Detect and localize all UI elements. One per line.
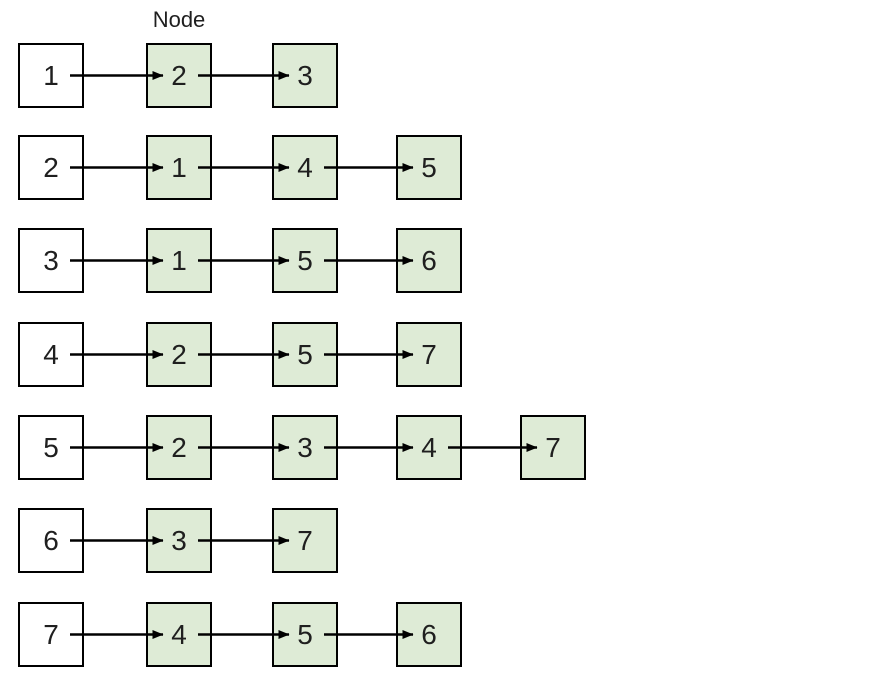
box-value: 4 [171, 618, 187, 650]
box-value: 5 [421, 151, 437, 183]
list-node-box: 5 [272, 602, 338, 667]
box-value: 7 [297, 524, 313, 556]
box-value: 7 [421, 338, 437, 370]
box-value: 7 [545, 431, 561, 463]
list-node-box: 1 [146, 135, 212, 200]
box-value: 1 [171, 151, 187, 183]
list-node-box: 2 [146, 43, 212, 108]
list-node-box: 1 [146, 228, 212, 293]
box-value: 5 [297, 618, 313, 650]
list-node-box: 7 [520, 415, 586, 480]
list-head-box: 2 [18, 135, 84, 200]
box-value: 5 [297, 244, 313, 276]
list-head-box: 6 [18, 508, 84, 573]
box-value: 2 [171, 338, 187, 370]
list-node-box: 5 [272, 322, 338, 387]
list-node-box: 6 [396, 602, 462, 667]
box-value: 2 [43, 151, 59, 183]
box-value: 4 [297, 151, 313, 183]
box-value: 1 [43, 59, 59, 91]
box-value: 2 [171, 59, 187, 91]
list-node-box: 3 [272, 415, 338, 480]
box-value: 3 [297, 59, 313, 91]
box-value: 4 [421, 431, 437, 463]
list-node-box: 2 [146, 415, 212, 480]
list-head-box: 1 [18, 43, 84, 108]
box-value: 4 [43, 338, 59, 370]
list-head-box: 4 [18, 322, 84, 387]
box-value: 3 [171, 524, 187, 556]
list-head-box: 7 [18, 602, 84, 667]
box-value: 7 [43, 618, 59, 650]
box-value: 5 [43, 431, 59, 463]
box-value: 2 [171, 431, 187, 463]
list-node-box: 5 [396, 135, 462, 200]
list-node-box: 7 [272, 508, 338, 573]
list-node-box: 4 [396, 415, 462, 480]
box-value: 6 [421, 244, 437, 276]
box-value: 6 [43, 524, 59, 556]
list-node-box: 7 [396, 322, 462, 387]
box-value: 6 [421, 618, 437, 650]
list-node-box: 4 [272, 135, 338, 200]
list-node-box: 2 [146, 322, 212, 387]
list-head-box: 3 [18, 228, 84, 293]
box-value: 5 [297, 338, 313, 370]
list-node-box: 3 [146, 508, 212, 573]
list-node-box: 6 [396, 228, 462, 293]
box-value: 1 [171, 244, 187, 276]
node-label: Node [152, 7, 206, 32]
list-node-box: 4 [146, 602, 212, 667]
list-head-box: 5 [18, 415, 84, 480]
list-node-box: 5 [272, 228, 338, 293]
box-value: 3 [297, 431, 313, 463]
list-node-box: 3 [272, 43, 338, 108]
box-value: 3 [43, 244, 59, 276]
